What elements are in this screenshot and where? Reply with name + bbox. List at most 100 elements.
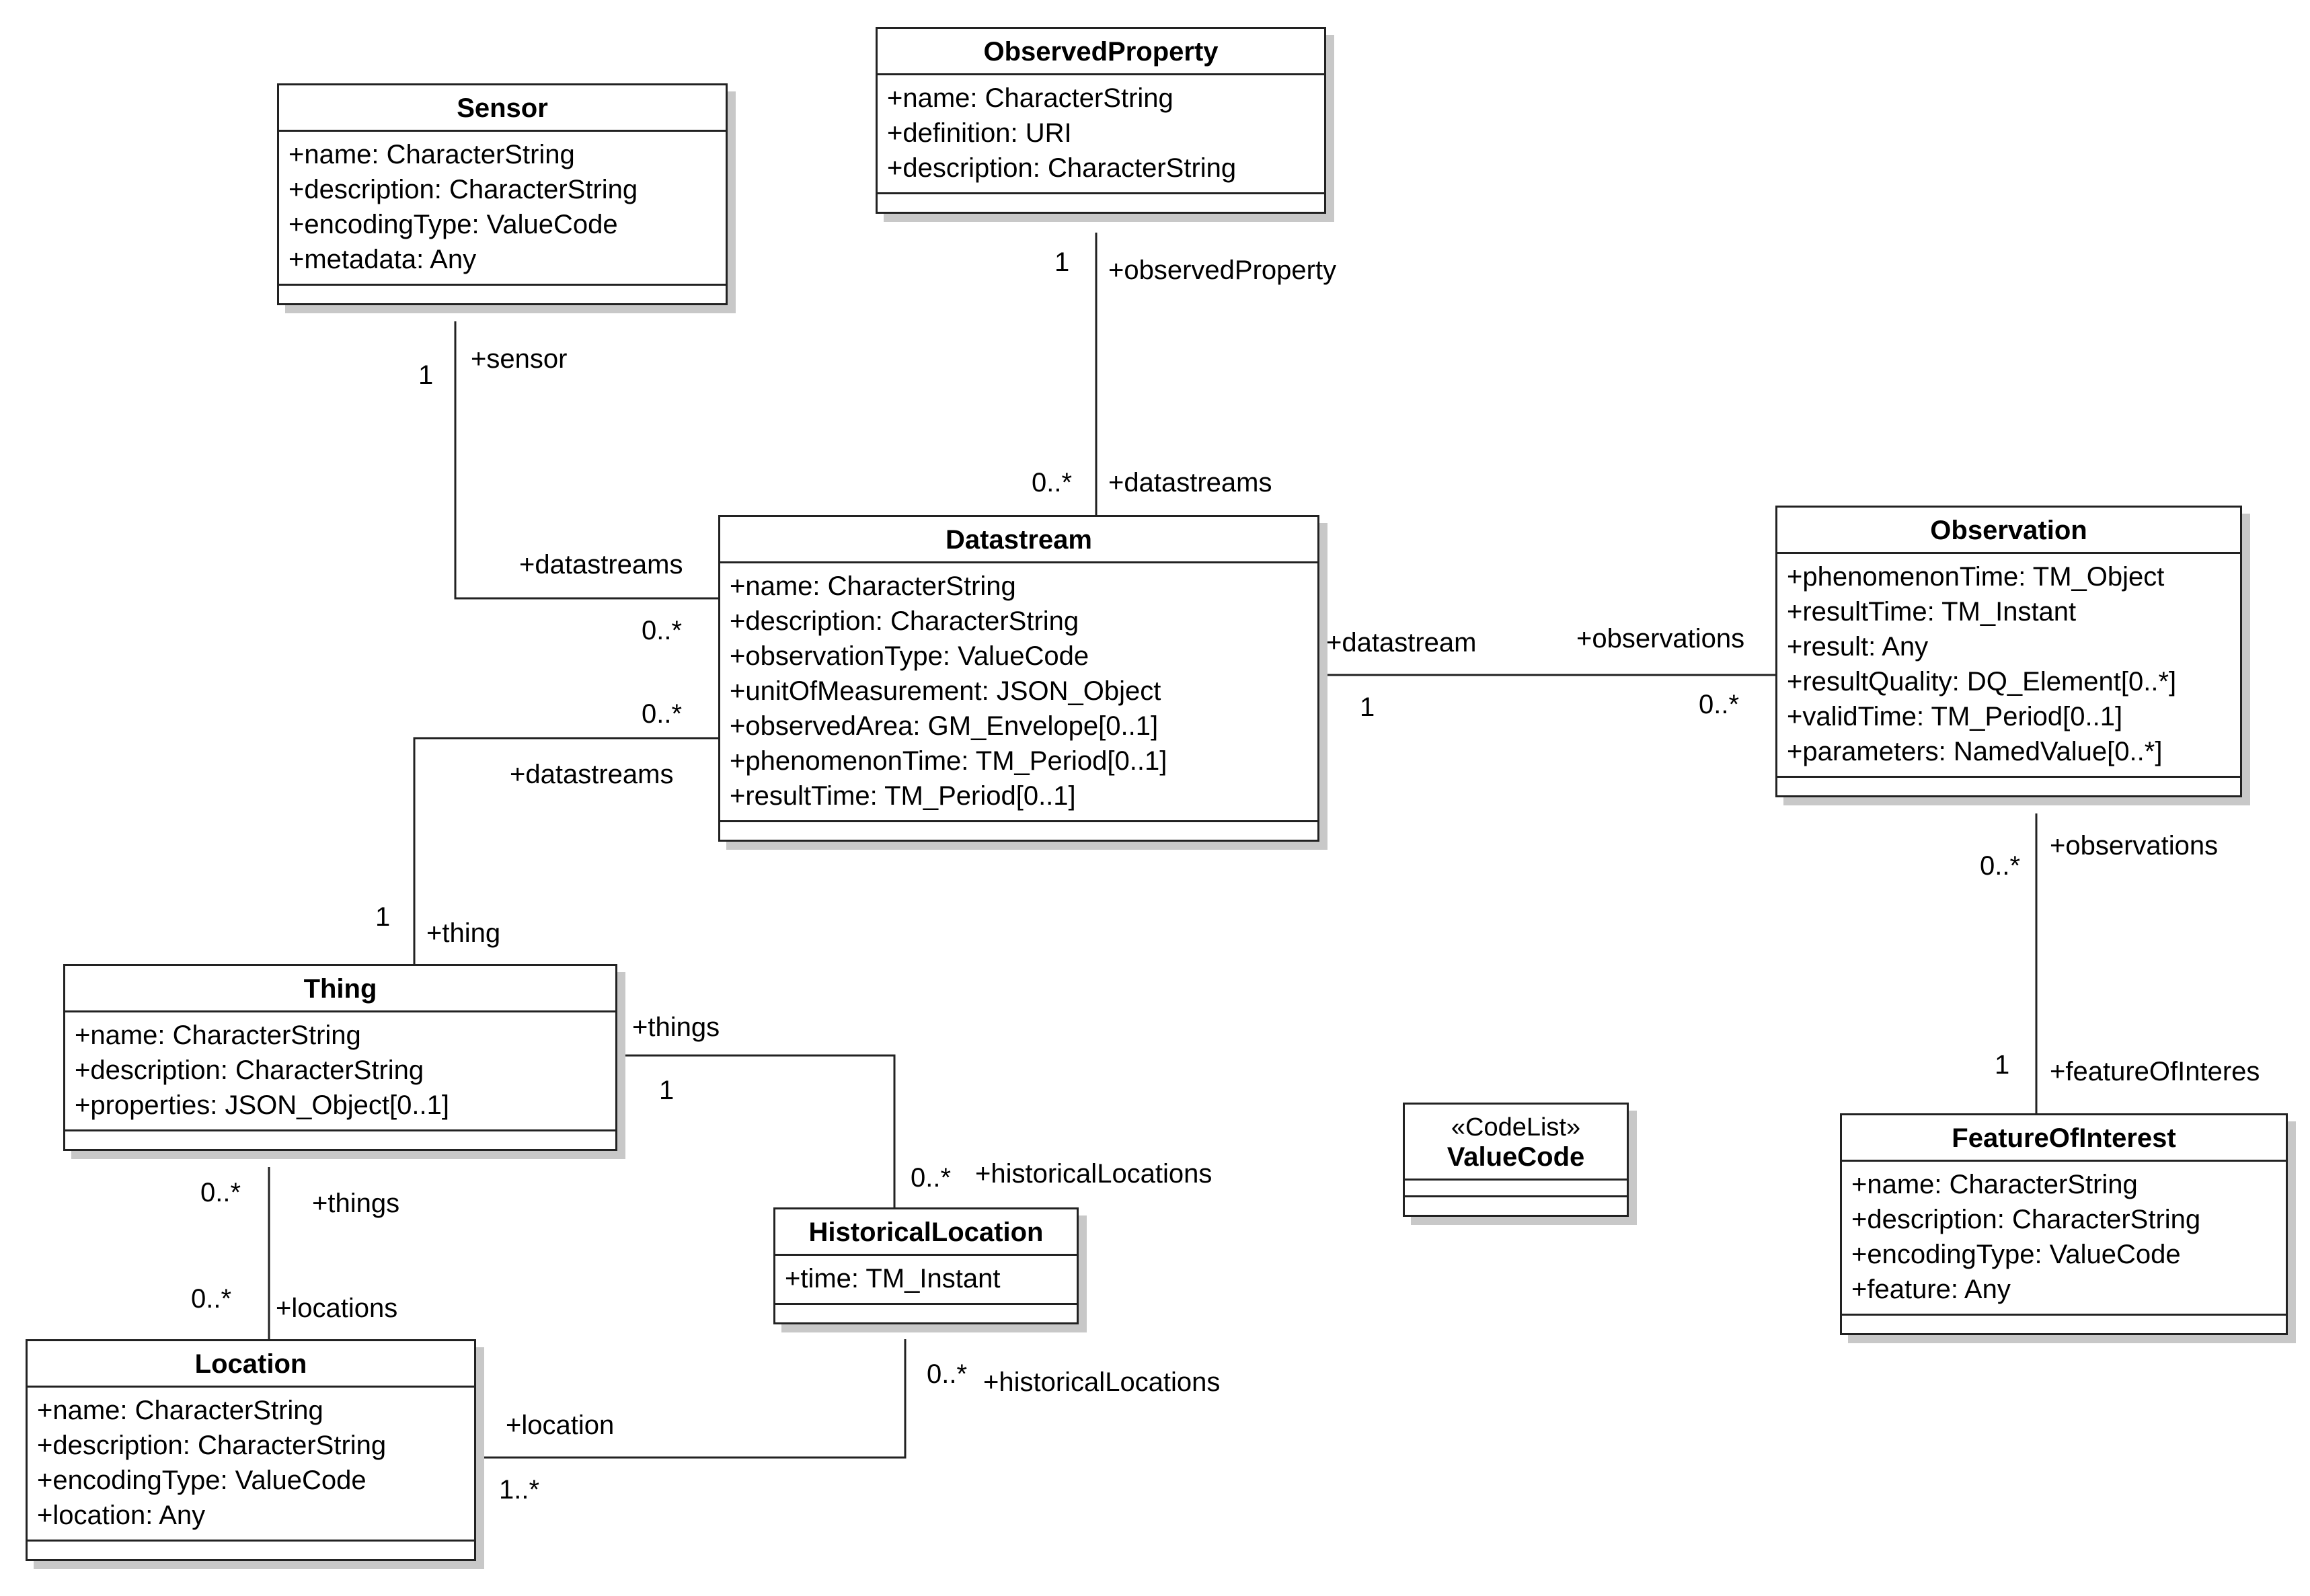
- class-thing-title: Thing: [65, 966, 615, 1012]
- class-observation-operations: [1777, 778, 2240, 795]
- role-label: +things: [632, 1012, 720, 1042]
- attribute: +name: CharacterString: [75, 1021, 361, 1050]
- attribute: +definition: URI: [887, 118, 1072, 148]
- attribute: +result: Any: [1787, 632, 1929, 662]
- attribute: +phenomenonTime: TM_Object: [1787, 562, 2165, 592]
- assoc-thing-historicallocation: [617, 1054, 896, 1207]
- role-label: +datastreams: [1108, 468, 1272, 497]
- class-observation-title: Observation: [1777, 508, 2240, 554]
- attribute: +name: CharacterString: [1851, 1170, 2138, 1199]
- role-label: +location: [506, 1410, 615, 1440]
- class-thing[interactable]: Thing +name: CharacterString +descriptio…: [63, 964, 617, 1151]
- attribute: +description: CharacterString: [1851, 1205, 2201, 1234]
- class-historicallocation[interactable]: HistoricalLocation +time: TM_Instant: [773, 1207, 1079, 1324]
- attribute: +encodingType: ValueCode: [37, 1466, 367, 1495]
- assoc-sensor-datastream: [454, 321, 718, 600]
- role-label: +historicalLocations: [983, 1367, 1221, 1397]
- multiplicity-label: 0..*: [1980, 851, 2021, 881]
- multiplicity-label: 1..*: [499, 1475, 540, 1505]
- class-observation-attributes: +phenomenonTime: TM_Object +resultTime: …: [1777, 554, 2240, 778]
- multiplicity-label: 0..*: [642, 616, 683, 645]
- class-historicallocation-operations: [775, 1305, 1077, 1322]
- assoc-thing-datastream: [413, 737, 718, 964]
- attribute: +phenomenonTime: TM_Period[0..1]: [730, 746, 1167, 776]
- class-sensor-attributes: +name: CharacterString +description: Cha…: [279, 132, 726, 286]
- multiplicity-label: 0..*: [1032, 468, 1073, 497]
- class-thing-attributes: +name: CharacterString +description: Cha…: [65, 1012, 615, 1131]
- attribute: +observationType: ValueCode: [730, 641, 1089, 671]
- class-valuecode[interactable]: «CodeList» ValueCode: [1403, 1103, 1629, 1217]
- multiplicity-label: 1: [418, 360, 434, 390]
- multiplicity-label: 1: [1054, 247, 1070, 277]
- attribute: +name: CharacterString: [887, 83, 1173, 113]
- class-observedproperty[interactable]: ObservedProperty +name: CharacterString …: [876, 27, 1326, 214]
- multiplicity-label: 0..*: [200, 1178, 241, 1207]
- class-historicallocation-title: HistoricalLocation: [775, 1209, 1077, 1256]
- attribute: +properties: JSON_Object[0..1]: [75, 1090, 449, 1120]
- multiplicity-label: 1: [1360, 692, 1375, 722]
- class-featureofinterest-title: FeatureOfInterest: [1842, 1115, 2286, 1162]
- attribute: +time: TM_Instant: [785, 1264, 1001, 1293]
- class-datastream-operations: [720, 822, 1317, 840]
- class-datastream-attributes: +name: CharacterString +description: Cha…: [720, 563, 1317, 822]
- class-valuecode-title: «CodeList» ValueCode: [1405, 1105, 1627, 1181]
- stereotype-label: «CodeList»: [1451, 1113, 1581, 1142]
- multiplicity-label: 0..*: [642, 699, 683, 729]
- class-featureofinterest[interactable]: FeatureOfInterest +name: CharacterString…: [1840, 1113, 2288, 1335]
- class-featureofinterest-attributes: +name: CharacterString +description: Cha…: [1842, 1162, 2286, 1316]
- attribute: +description: CharacterString: [730, 606, 1079, 636]
- class-historicallocation-attributes: +time: TM_Instant: [775, 1256, 1077, 1305]
- multiplicity-label: 1: [659, 1076, 675, 1105]
- role-label: +thing: [426, 918, 501, 948]
- multiplicity-label: 1: [375, 902, 391, 932]
- attribute: +name: CharacterString: [37, 1396, 323, 1425]
- class-datastream-title: Datastream: [720, 517, 1317, 563]
- role-label: +sensor: [471, 344, 568, 374]
- class-datastream[interactable]: Datastream +name: CharacterString +descr…: [718, 515, 1319, 842]
- attribute: +description: CharacterString: [37, 1431, 387, 1460]
- attribute: +resultQuality: DQ_Element[0..*]: [1787, 667, 2177, 696]
- class-location-title: Location: [28, 1341, 474, 1388]
- class-thing-operations: [65, 1131, 615, 1149]
- class-observedproperty-operations: [878, 194, 1324, 212]
- role-label: +datastreams: [519, 550, 683, 580]
- attribute: +resultTime: TM_Instant: [1787, 597, 2077, 627]
- role-label: +observedProperty: [1108, 255, 1337, 285]
- class-observedproperty-attributes: +name: CharacterString +definition: URI …: [878, 75, 1324, 194]
- class-location-operations: [28, 1542, 474, 1559]
- attribute: +name: CharacterString: [730, 571, 1016, 601]
- assoc-location-historicallocation: [475, 1339, 907, 1459]
- attribute: +feature: Any: [1851, 1275, 2011, 1304]
- class-sensor-title: Sensor: [279, 85, 726, 132]
- attribute: +resultTime: TM_Period[0..1]: [730, 781, 1076, 811]
- role-label: +observations: [2050, 831, 2219, 861]
- multiplicity-label: 0..*: [927, 1359, 968, 1389]
- multiplicity-label: 0..*: [191, 1284, 232, 1314]
- class-observation[interactable]: Observation +phenomenonTime: TM_Object +…: [1775, 506, 2242, 797]
- attribute: +parameters: NamedValue[0..*]: [1787, 737, 2163, 766]
- role-label: +things: [312, 1189, 400, 1218]
- class-location[interactable]: Location +name: CharacterString +descrip…: [26, 1339, 476, 1561]
- class-sensor[interactable]: Sensor +name: CharacterString +descripti…: [277, 83, 728, 305]
- class-featureofinterest-operations: [1842, 1316, 2286, 1333]
- role-label: +observations: [1576, 624, 1745, 653]
- role-label: +datastream: [1326, 628, 1477, 657]
- multiplicity-label: 0..*: [1699, 690, 1740, 719]
- role-label: +featureOfInteres: [2050, 1057, 2260, 1086]
- attribute: +description: CharacterString: [887, 153, 1237, 183]
- attribute: +validTime: TM_Period[0..1]: [1787, 702, 2123, 731]
- class-observedproperty-title: ObservedProperty: [878, 29, 1324, 75]
- attribute: +unitOfMeasurement: JSON_Object: [730, 676, 1161, 706]
- class-sensor-operations: [279, 286, 726, 303]
- multiplicity-label: 1: [1995, 1050, 2010, 1080]
- multiplicity-label: 0..*: [911, 1163, 952, 1193]
- attribute: +encodingType: ValueCode: [1851, 1240, 2181, 1269]
- attribute: +name: CharacterString: [288, 140, 575, 169]
- role-label: +datastreams: [510, 760, 674, 789]
- role-label: +historicalLocations: [975, 1159, 1212, 1189]
- attribute: +observedArea: GM_Envelope[0..1]: [730, 711, 1159, 741]
- class-valuecode-operations: [1405, 1197, 1627, 1215]
- attribute: +encodingType: ValueCode: [288, 210, 618, 239]
